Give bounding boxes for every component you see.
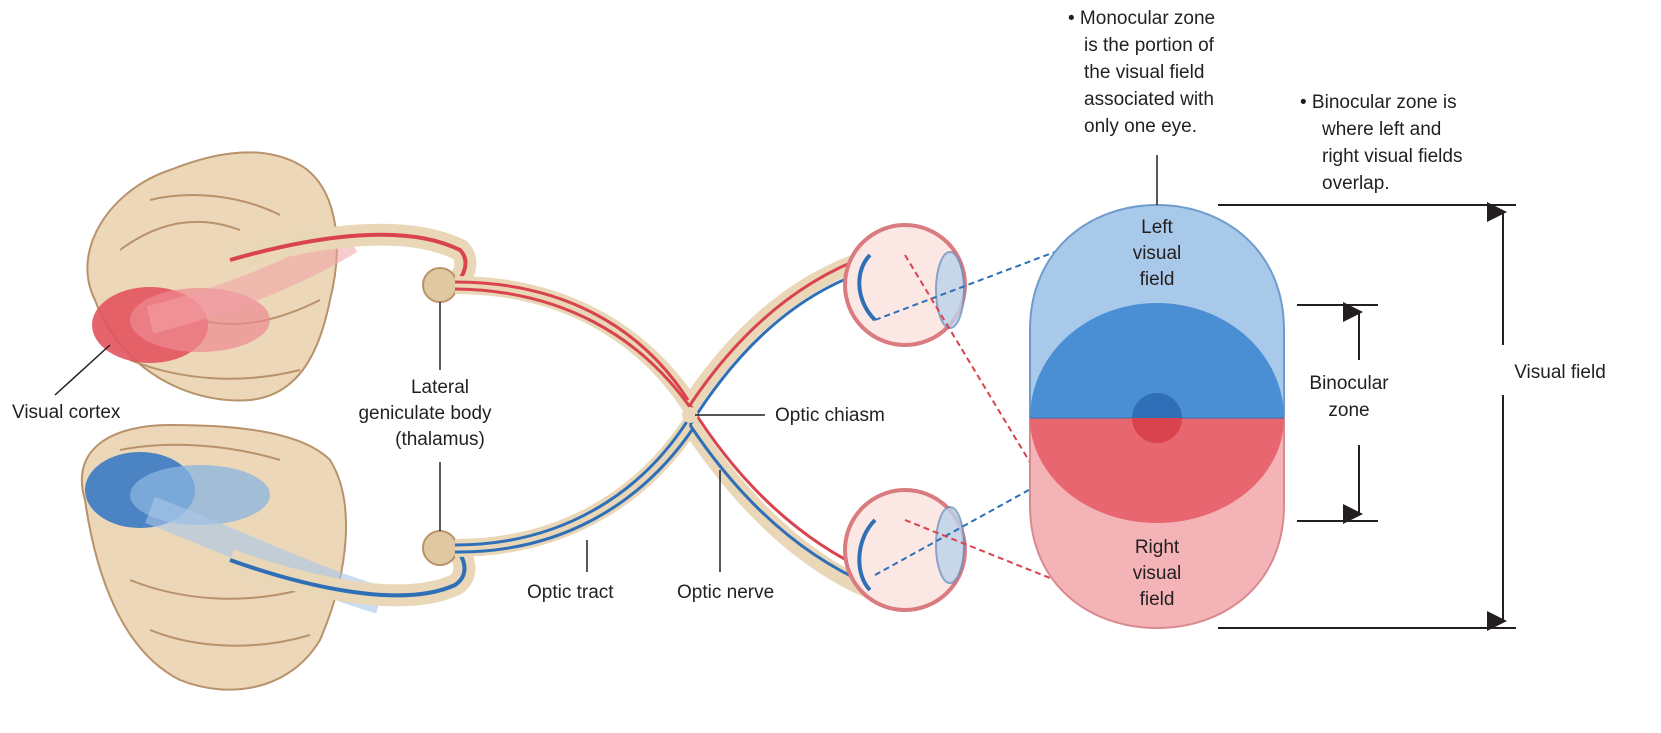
note-monocular-line4: associated with: [1084, 89, 1214, 110]
label-lgb-line3: (thalamus): [395, 429, 485, 450]
lgb-upper: [423, 268, 457, 302]
note-monocular-line2: is the portion of: [1084, 35, 1215, 56]
note-binocular-line2: where left and: [1321, 119, 1441, 140]
note-binocular-line4: overlap.: [1322, 173, 1390, 194]
note-monocular-line3: the visual field: [1084, 62, 1204, 83]
label-visual-cortex: Visual cortex: [12, 402, 121, 423]
brain-lower: [82, 425, 380, 690]
label-binocular-zone-1: Binocular: [1309, 373, 1389, 394]
optic-tract-lower: [455, 420, 870, 590]
label-right-field-3: field: [1140, 589, 1175, 610]
eye-upper: [845, 225, 965, 345]
note-monocular-line5: only one eye.: [1084, 116, 1197, 137]
optic-nerve-upper: [690, 255, 870, 425]
note-binocular-line3: right visual fields: [1322, 146, 1462, 167]
note-monocular-line1: • Monocular zone: [1068, 8, 1215, 29]
eye-lower: [845, 490, 965, 610]
label-left-field-3: field: [1140, 269, 1175, 290]
label-left-field-2: visual: [1133, 243, 1182, 264]
label-right-field-1: Right: [1135, 537, 1180, 558]
brain-upper: [87, 152, 350, 400]
label-binocular-zone-2: zone: [1328, 400, 1369, 421]
label-left-field-1: Left: [1141, 217, 1173, 238]
note-binocular-line1: • Binocular zone is: [1300, 92, 1457, 113]
label-lgb-line2: geniculate body: [358, 403, 492, 424]
label-right-field-2: visual: [1133, 563, 1182, 584]
label-visual-field: Visual field: [1514, 362, 1606, 383]
label-optic-nerve: Optic nerve: [677, 582, 774, 603]
label-optic-chiasm: Optic chiasm: [775, 405, 885, 426]
label-lgb-line1: Lateral: [411, 377, 469, 398]
optic-tract-upper: [455, 258, 870, 410]
lgb-lower: [423, 531, 457, 565]
label-optic-tract: Optic tract: [527, 582, 614, 603]
optic-nerve-lower: [690, 405, 870, 585]
